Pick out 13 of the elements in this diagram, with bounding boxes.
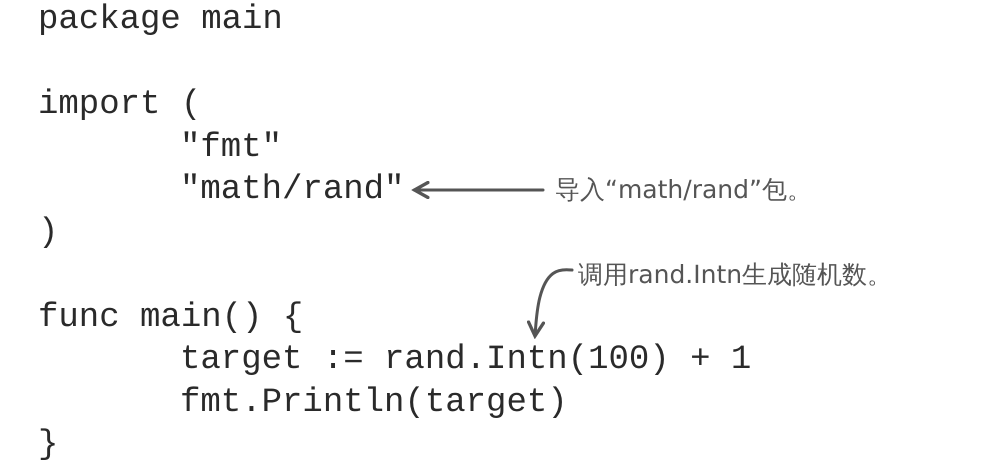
arrow [526,268,574,338]
code-line: func main() { [38,298,304,338]
code-line: "math/rand" [180,170,404,210]
code-line: import ( [38,85,202,125]
code-line: package main [38,0,283,40]
code-line: "fmt" [180,128,282,168]
annotation-text: 调用rand.Intn生成随机数。 [578,258,892,292]
code-line: ) [38,213,58,253]
code-line: target := rand.Intn(100) + 1 [180,340,752,380]
arrow [412,180,544,200]
code-line: fmt.Println(target) [180,383,568,423]
code-line: } [38,425,58,465]
annotation-text: 导入“math/rand”包。 [555,173,812,207]
